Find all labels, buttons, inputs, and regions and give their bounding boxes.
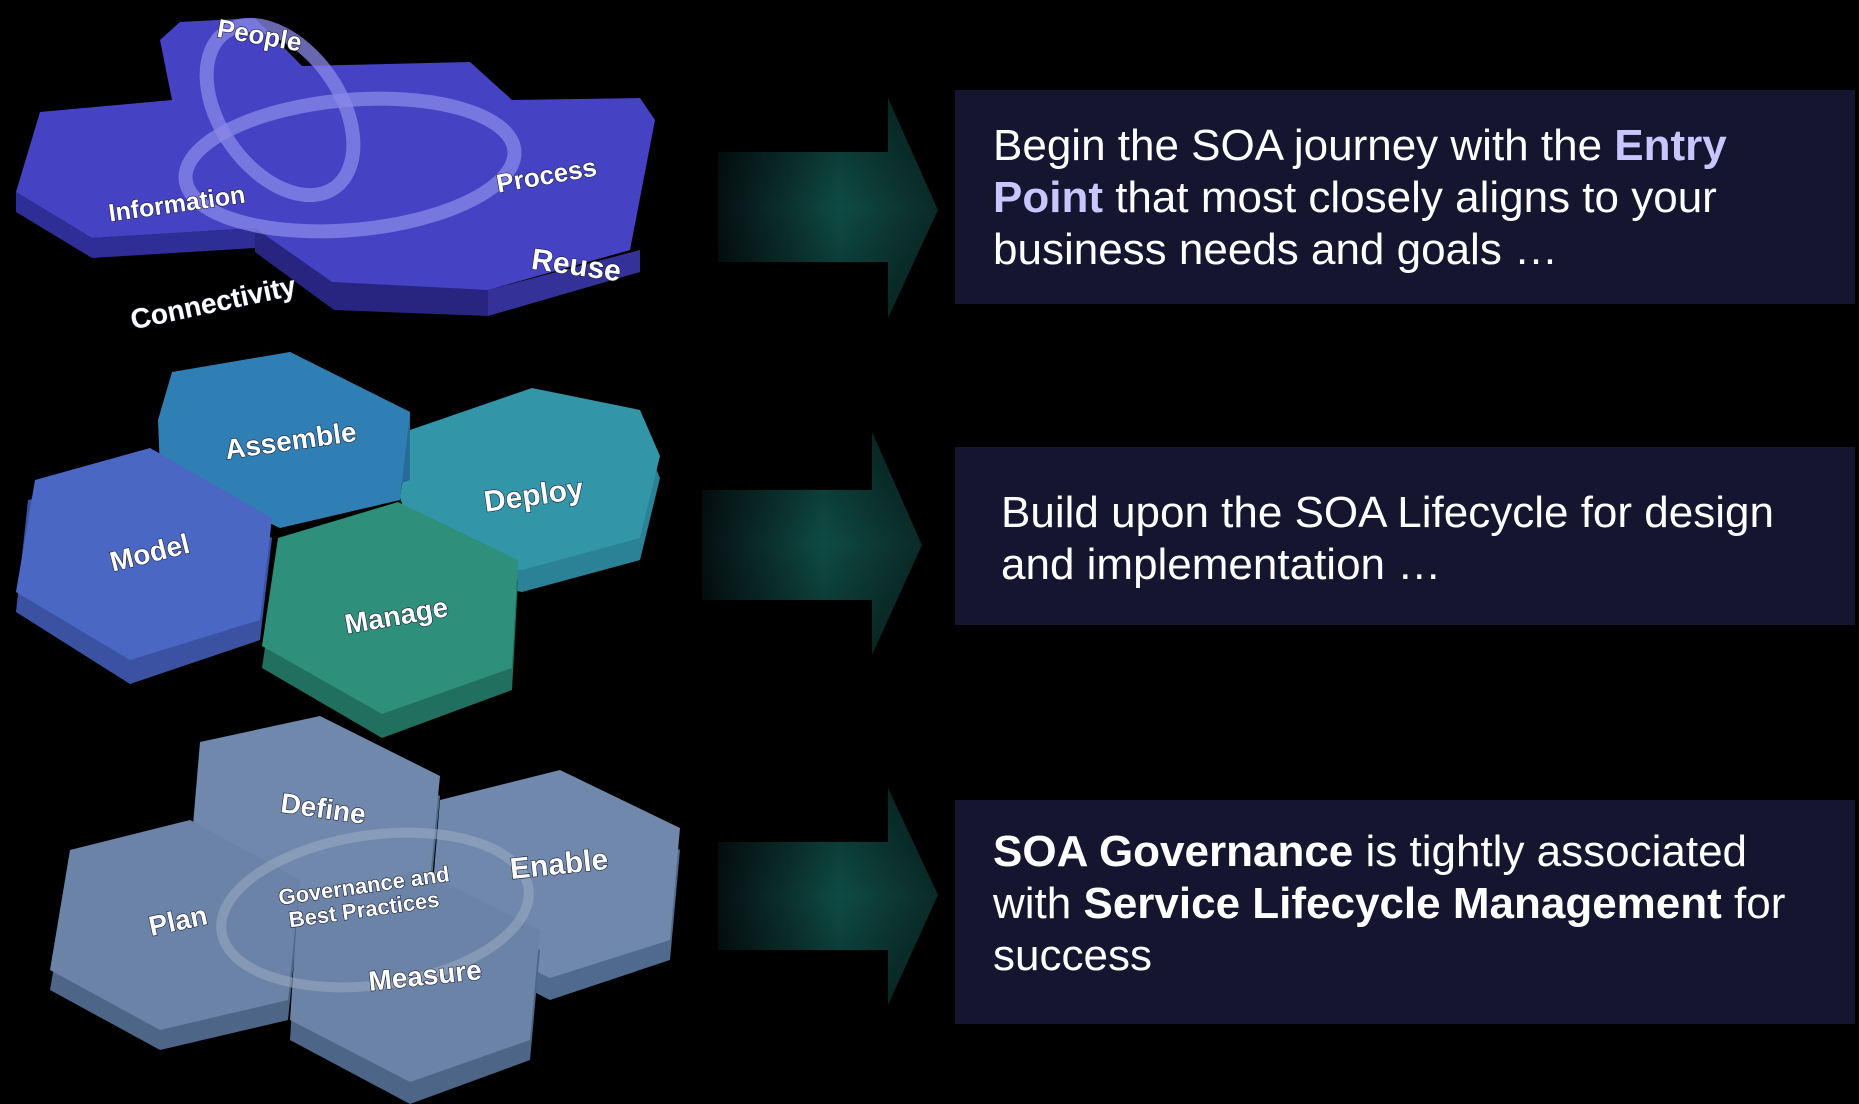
lifecycle-description-box: Build upon the SOA Lifecycle for design … [955,447,1855,625]
manage-hex [262,502,518,714]
entry-label-connectivity: Connectivity [128,270,299,335]
box3-text-2: for success [993,879,1786,980]
entry-point-description-box: Begin the SOA journey with the Entry Poi… [955,90,1855,304]
model-hex [16,448,272,660]
governance-ring [216,827,534,993]
plan-hex [50,820,300,1030]
entry-ring-people [199,17,361,203]
box3-service-lifecycle-management: Service Lifecycle Management [1083,879,1722,928]
entry-hex-side-front [255,228,488,316]
governance-description-box: SOA Governance is tightly associated wit… [955,800,1855,1024]
box1-text-2: that most closely aligns to your busines… [993,173,1717,274]
lifecycle-cluster: Assemble Deploy Model Manage [16,352,660,738]
entry-hex-side-right [488,250,640,316]
assemble-hex [158,352,410,528]
box3-text-1: is tightly associated with [993,827,1748,928]
arrow-2 [702,432,922,655]
deploy-hex [400,388,660,570]
box1-entry-point-highlight: Entry Point [993,121,1727,222]
box1-text-1: Begin the SOA journey with the [993,121,1615,170]
governance-cluster: Define Enable Plan Measure Governance an… [50,716,680,1104]
arrow-3 [718,788,938,1005]
box3-soa-governance: SOA Governance [993,827,1354,876]
entry-hex-top [16,18,655,290]
arrow-1 [718,98,938,318]
entry-ring-process [178,91,522,239]
entry-points-cluster: People Information Process Connectivity … [16,12,655,336]
box2-text: Build upon the SOA Lifecycle for design … [1001,488,1774,589]
